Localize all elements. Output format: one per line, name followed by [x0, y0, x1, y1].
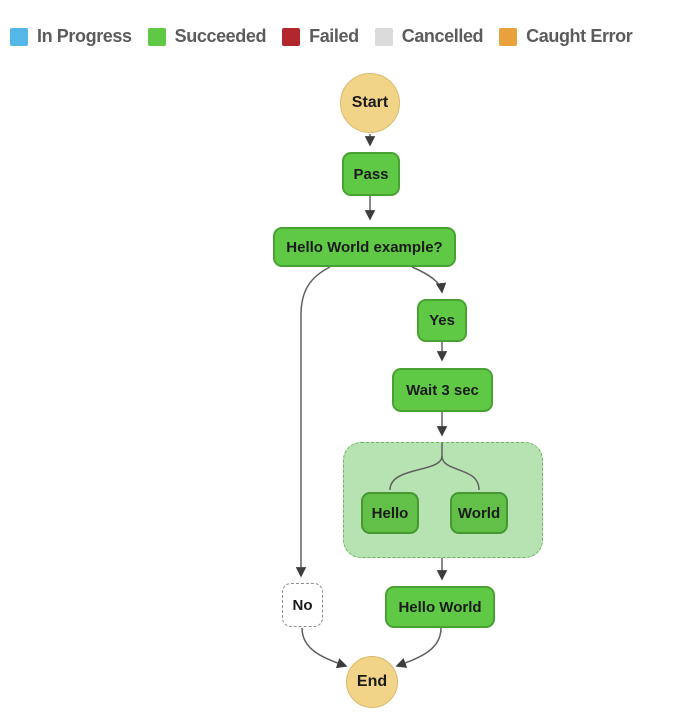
- caught-error-swatch-icon: [499, 27, 518, 46]
- legend-item-failed: Failed: [282, 26, 359, 47]
- node-no[interactable]: No: [282, 583, 323, 627]
- succeeded-swatch-icon: [147, 27, 166, 46]
- edge-no-end: [301, 627, 348, 669]
- legend-label: Failed: [309, 26, 359, 46]
- legend-label: Cancelled: [401, 26, 484, 46]
- legend-item-succeeded: Succeeded: [147, 26, 267, 47]
- legend-label: In Progress: [37, 26, 132, 46]
- in-progress-swatch-icon: [10, 27, 28, 46]
- edge-choice-no: [295, 266, 331, 578]
- legend-item-caught-error: Caught Error: [499, 26, 633, 47]
- node-end[interactable]: End: [346, 656, 398, 708]
- node-start[interactable]: Start: [340, 73, 400, 133]
- edge-choice-yes: [411, 266, 447, 294]
- legend-label: Caught Error: [526, 26, 633, 46]
- legend-item-in-progress: In Progress: [10, 26, 132, 47]
- edge-helloworld-end: [395, 627, 442, 668]
- node-wait[interactable]: Wait 3 sec: [392, 368, 493, 412]
- legend-item-cancelled: Cancelled: [374, 26, 484, 47]
- node-world[interactable]: World: [450, 492, 508, 534]
- node-hello-world[interactable]: Hello World: [385, 586, 495, 628]
- legend-label: Succeeded: [174, 26, 267, 46]
- failed-swatch-icon: [282, 27, 301, 46]
- status-legend: In Progress Succeeded Failed Cancelled C…: [10, 26, 633, 47]
- node-hello[interactable]: Hello: [361, 492, 419, 534]
- node-pass[interactable]: Pass: [342, 152, 400, 196]
- cancelled-swatch-icon: [374, 27, 393, 46]
- node-yes[interactable]: Yes: [417, 299, 467, 342]
- node-choice[interactable]: Hello World example?: [273, 227, 456, 267]
